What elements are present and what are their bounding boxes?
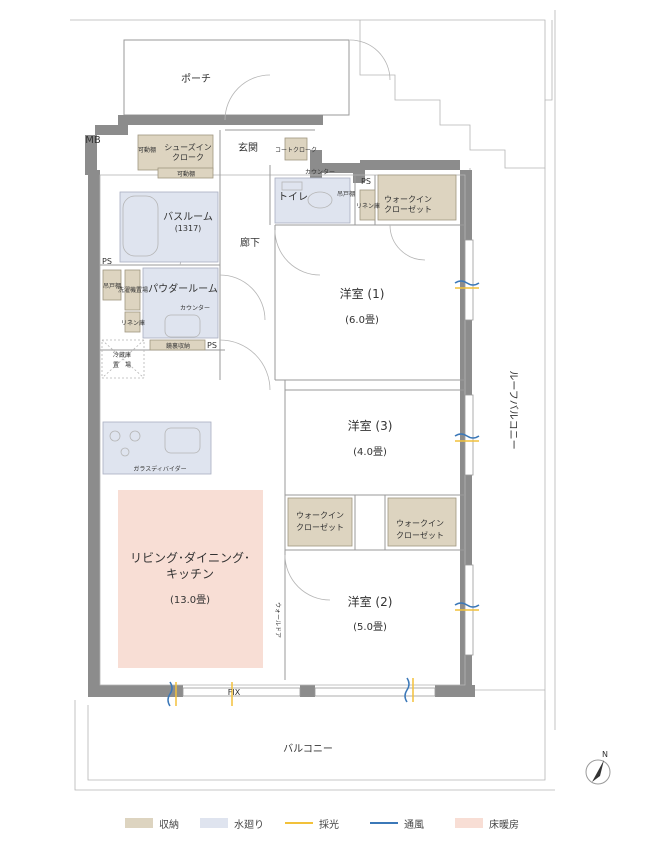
sink	[164, 427, 201, 454]
label-western3-size: (4.0畳)	[353, 446, 387, 458]
powder-area	[142, 267, 219, 339]
label-wall-door: ウォールドア	[274, 602, 282, 638]
label-bathroom-size: (1317)	[175, 224, 202, 233]
label-hanging-shelf-toilet: 吊戸棚	[337, 190, 355, 198]
linen-shelf	[359, 189, 376, 221]
compass-north-label: N	[602, 750, 608, 759]
legend-swatch-storage	[125, 818, 153, 828]
label-hallway: 廊下	[240, 236, 260, 249]
label-western2-size: (5.0畳)	[353, 621, 387, 633]
washer-storage	[124, 269, 141, 311]
label-balcony: バルコニー	[283, 743, 333, 755]
window-marks	[167, 239, 480, 707]
bathtub	[122, 195, 159, 257]
wic-mid1	[287, 497, 353, 547]
label-porch: ポーチ	[181, 73, 211, 85]
legend-label-storage: 収納	[159, 819, 179, 831]
label-fridge-1: 冷蔵庫	[113, 351, 131, 359]
label-mb: MB	[85, 135, 101, 146]
fridge-space	[101, 339, 145, 379]
legend-water: 水廻り	[200, 816, 264, 831]
storage-areas	[102, 134, 457, 547]
coat-closet	[284, 137, 308, 161]
legend-label-water: 水廻り	[234, 819, 264, 831]
legend-swatch-floor-heating	[455, 818, 483, 828]
label-western3: 洋室 (3)	[348, 418, 393, 433]
label-shoes-closet-1: シューズイン	[164, 142, 212, 152]
porch-area	[123, 39, 350, 116]
label-western2: 洋室 (2)	[348, 594, 393, 609]
label-ps-left: PS	[102, 257, 112, 266]
label-wic-top-1: ウォークイン	[384, 195, 432, 204]
kitchen-counter	[102, 421, 212, 475]
label-western1: 洋室 (1)	[340, 286, 385, 301]
legend-ventilation: 通風	[370, 816, 424, 831]
surroundings	[70, 10, 556, 791]
label-movable-shelf-h: 可動棚	[177, 170, 195, 178]
legend-swatch-ventilation	[370, 822, 398, 824]
label-roof-balcony: ルーフバルコニー	[507, 370, 519, 449]
wic-mid2	[387, 497, 457, 547]
label-counter-powder: カウンター	[180, 304, 210, 312]
legend-storage: 収納	[125, 816, 179, 831]
label-movable-shelf-v: 可動棚	[138, 146, 156, 154]
label-ldk-1: リビング･ダイニング･	[130, 550, 250, 565]
label-hanging-shelf-left: 吊戸棚	[103, 282, 121, 290]
label-counter-toilet: カウンター	[305, 168, 335, 176]
label-ldk-2: キッチン	[166, 567, 214, 581]
label-toilet: トイレ	[278, 192, 308, 203]
label-fridge-2: 置 場	[113, 361, 131, 369]
label-western1-size: (6.0畳)	[345, 314, 379, 326]
legend-label-ventilation: 通風	[404, 819, 424, 831]
stove-burner-2	[129, 430, 141, 442]
toilet-bowl	[307, 191, 333, 209]
stove-burner-3	[120, 447, 130, 457]
bathroom-area	[119, 191, 219, 263]
fixtures	[101, 181, 333, 457]
label-coat-closet: コートクローク	[275, 147, 317, 154]
legend-label-floor-heating: 床暖房	[489, 819, 519, 831]
label-wic-mid1-1: ウォークイン	[296, 511, 344, 520]
water-areas	[102, 177, 351, 475]
labels: ポーチ MB シューズイン クローク 可動棚 可動棚 玄関 コートクローク トイ…	[85, 73, 519, 755]
shoes-closet	[137, 134, 214, 171]
label-wic-mid1-2: クローゼット	[296, 522, 344, 532]
label-washer-storage: 洗濯機置場	[118, 286, 148, 294]
north-compass: N	[585, 750, 611, 785]
label-shoes-closet-2: クローク	[172, 153, 204, 162]
label-powder-room: パウダールーム	[148, 282, 218, 295]
wic-top	[377, 174, 457, 221]
legend-swatch-water	[200, 818, 228, 828]
label-linen-shelf: リネン庫	[356, 202, 380, 210]
label-glass-divider: ガラスディバイダー	[133, 465, 186, 473]
wash-basin	[164, 314, 201, 338]
label-bathroom: バスルーム	[163, 211, 213, 223]
label-linen-small: リネン庫	[121, 319, 145, 327]
label-fix: FIX	[228, 688, 241, 697]
hanging-shelf-left	[102, 269, 122, 301]
label-ldk-size: (13.0畳)	[170, 594, 210, 606]
legend-floor-heating: 床暖房	[455, 816, 519, 831]
legend-light: 採光	[285, 816, 339, 831]
legend-label-light: 採光	[319, 819, 339, 831]
label-wic-mid2-2: クローゼット	[396, 530, 444, 540]
label-ps-mid: PS	[207, 341, 217, 350]
label-wic-mid2-1: ウォークイン	[396, 519, 444, 528]
stove-burner-1	[109, 430, 121, 442]
linen-small	[124, 311, 141, 333]
label-wic-top-2: クローゼット	[384, 204, 432, 214]
label-washstand-storage: 鏡裏収納	[166, 342, 190, 350]
legend-swatch-light	[285, 822, 313, 824]
floor-heating-area	[118, 490, 263, 668]
toilet-area	[274, 177, 351, 224]
washstand-storage	[149, 339, 206, 351]
label-ps-top: PS	[361, 177, 371, 186]
label-entrance: 玄関	[238, 141, 258, 154]
movable-shelf-strip	[157, 167, 214, 179]
